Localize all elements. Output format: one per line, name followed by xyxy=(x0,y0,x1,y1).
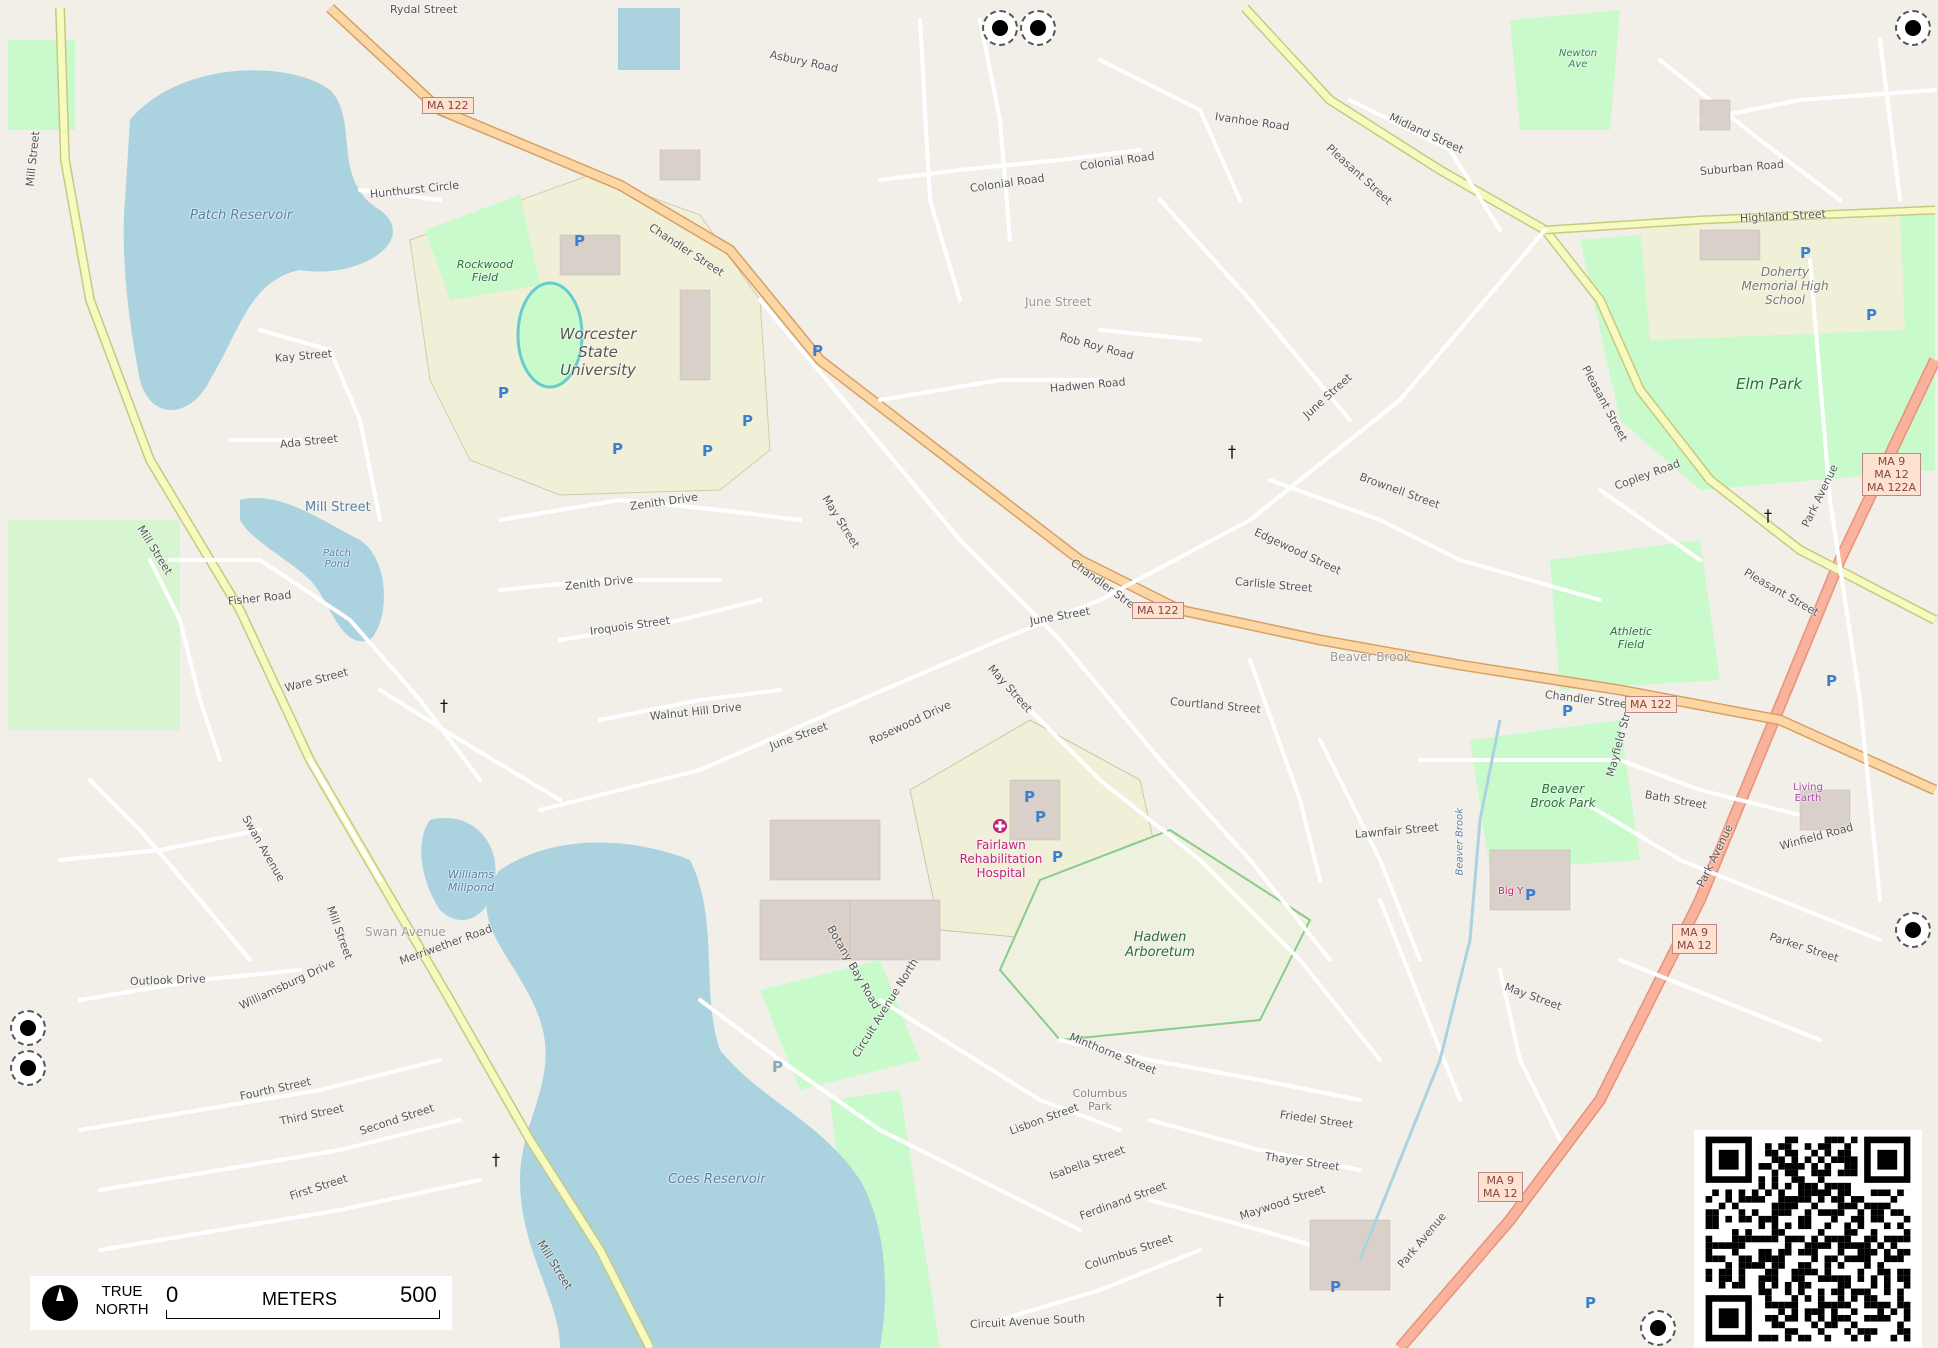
rockwood-field-area xyxy=(425,195,540,300)
scale-zero-label: 0 xyxy=(166,1282,179,1307)
label-coes-reservoir: Coes Reservoir xyxy=(668,1172,766,1187)
north-arrow-icon xyxy=(42,1285,78,1321)
label-williams-millpond: Williams Millpond xyxy=(447,868,495,894)
label-doherty-high: Doherty Memorial High School xyxy=(1741,265,1829,307)
label-rockwood-field: Rockwood Field xyxy=(456,258,514,284)
label-patch-reservoir: Patch Reservoir xyxy=(190,208,293,223)
true-north-label: TRUE NORTH xyxy=(95,1283,149,1318)
left-green xyxy=(8,520,180,730)
patch-pond xyxy=(240,498,384,642)
label-outlook-drive: Outlook Drive xyxy=(129,972,206,988)
beaver-brook-stream-line xyxy=(1358,719,1502,1261)
parking-icon: P xyxy=(772,1058,783,1076)
beaver-brook-park-area xyxy=(1470,720,1640,870)
hadwen-arboretum-area xyxy=(998,828,1312,1042)
marker-left-1[interactable] xyxy=(10,1010,46,1046)
parking-icon: P xyxy=(1052,848,1063,866)
label-columbus-park: Columbus Park xyxy=(1072,1087,1128,1113)
parking-icon: P xyxy=(702,442,713,460)
parking-icon: P xyxy=(1562,702,1573,720)
top-water xyxy=(618,8,680,70)
label-big-y: Big Y xyxy=(1498,886,1524,897)
label-hadwen-arboretum: Hadwen Arboretum xyxy=(1125,930,1195,960)
parking-icon: P xyxy=(1024,788,1035,806)
scale-units-label: METERS xyxy=(262,1289,338,1309)
label-beaver-brook-park: Beaver Brook Park xyxy=(1530,782,1596,810)
church-icon: † xyxy=(1216,1290,1224,1309)
parking-icon: P xyxy=(1585,1294,1596,1312)
label-elm-park: Elm Park xyxy=(1736,375,1803,393)
shield-ma9-12-122a: MA 9 MA 12 MA 122A xyxy=(1862,453,1922,496)
label-rydal-street: Rydal Street xyxy=(390,3,458,16)
coes-green xyxy=(760,960,920,1090)
marker-bottom-right[interactable] xyxy=(1640,1310,1676,1346)
label-fairlawn-hospital: Fairlawn Rehabilitation Hospital xyxy=(959,838,1043,880)
church-icon: † xyxy=(492,1150,500,1169)
parking-icon: P xyxy=(574,232,585,250)
track-oval xyxy=(516,281,584,389)
marker-right-mid[interactable] xyxy=(1895,912,1931,948)
athletic-field-area xyxy=(1550,540,1720,690)
qr-code[interactable] xyxy=(1694,1130,1922,1348)
label-mill-street-area: Mill Street xyxy=(305,500,371,515)
scale-bar: TRUE NORTH 0 METERS 500 xyxy=(30,1276,452,1330)
williams-millpond xyxy=(421,818,496,920)
marker-top-right[interactable] xyxy=(1895,10,1931,46)
hospital-icon xyxy=(993,819,1007,833)
scale-line xyxy=(166,1310,440,1319)
label-june-street-area: June Street xyxy=(1025,295,1092,309)
parking-icon: P xyxy=(742,412,753,430)
parking-icon: P xyxy=(1800,244,1811,262)
church-icon: † xyxy=(440,696,448,715)
parking-icon: P xyxy=(1826,672,1837,690)
label-living-earth: Living Earth xyxy=(1793,782,1823,804)
parking-icon: P xyxy=(498,384,509,402)
parking-icon: P xyxy=(1035,808,1046,826)
church-icon: † xyxy=(1228,442,1236,461)
parking-icon: P xyxy=(812,342,823,360)
label-beaver-brook-stream: Beaver Brook xyxy=(1454,808,1466,876)
shield-ma122-mid: MA 122 xyxy=(1132,602,1184,619)
patch-reservoir xyxy=(123,70,393,410)
label-patch-pond: Patch Pond xyxy=(323,548,351,570)
marker-top-center-1[interactable] xyxy=(982,10,1018,46)
building-blocks xyxy=(559,99,1851,1291)
parking-icon: P xyxy=(1866,306,1877,324)
shield-ma9-12-bottom: MA 9 MA 12 xyxy=(1478,1172,1523,1202)
shield-ma122-right: MA 122 xyxy=(1625,696,1677,713)
marker-left-2[interactable] xyxy=(10,1050,46,1086)
parking-icon: P xyxy=(612,440,623,458)
label-athletic-field: Athletic Field xyxy=(1609,625,1653,651)
minor-roads xyxy=(58,18,1937,1322)
newton-park xyxy=(1510,10,1620,130)
label-worcester-state: Worcester State University xyxy=(559,325,637,379)
label-beaver-brook-area: Beaver Brook xyxy=(1330,650,1411,664)
parking-icon: P xyxy=(1330,1278,1341,1296)
marker-top-center-2[interactable] xyxy=(1020,10,1056,46)
scale-max-label: 500 xyxy=(400,1282,437,1307)
label-swan-avenue-area: Swan Avenue xyxy=(365,925,446,939)
label-newton-ave: Newton Ave xyxy=(1558,48,1598,70)
shield-ma122-top: MA 122 xyxy=(422,97,474,114)
church-icon: † xyxy=(1764,506,1772,525)
parking-icon: P xyxy=(1525,886,1536,904)
shield-ma9-12-mid: MA 9 MA 12 xyxy=(1672,924,1717,954)
